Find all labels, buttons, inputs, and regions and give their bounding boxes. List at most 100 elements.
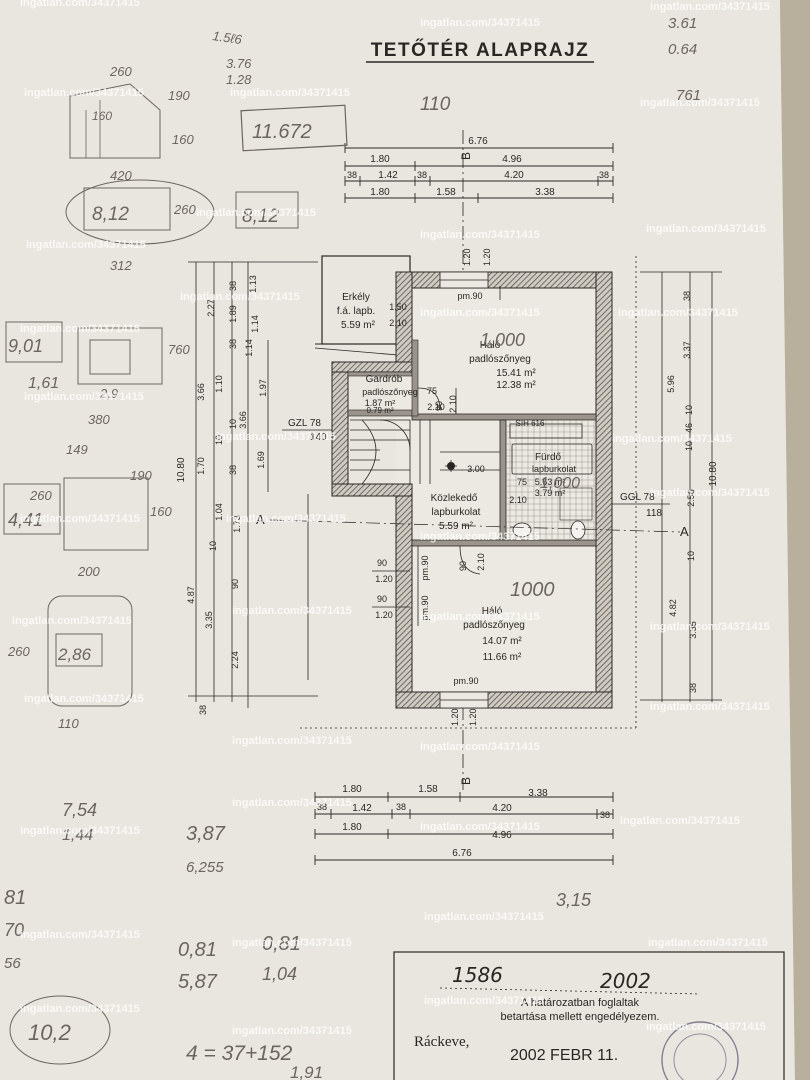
- stamp-frame: [393, 951, 785, 1080]
- watermark-19: ingatlan.com/34371415: [226, 513, 346, 525]
- hw-25: 260: [29, 488, 52, 503]
- bottom-dimensions: 1.80 1.58 3.38 38 1.42 38 4.20 38 1.80 4…: [314, 784, 614, 865]
- section-a-right: A: [680, 524, 689, 539]
- dim-bottom-r3-b: 4.96: [492, 830, 512, 841]
- hw-12: 11.672: [252, 121, 312, 143]
- dim-left-c4-3: 10: [228, 419, 238, 429]
- hw-44: 10,2: [28, 1020, 71, 1045]
- door-labels: 90 2.10 90 2.10 90 1.20 90 1.20 pm.90 pm…: [375, 395, 486, 620]
- watermark-8: ingatlan.com/34371415: [420, 229, 540, 241]
- dim-bottom-overall: 6.76: [452, 848, 472, 859]
- top-opening-1: 1.20: [462, 248, 472, 266]
- hw-31: 110: [58, 716, 79, 731]
- erkely-dim-b: 2.10: [389, 318, 407, 328]
- halo1-floor: padlószőnyeg: [469, 354, 531, 365]
- hw-27: 160: [150, 504, 172, 519]
- furdo-area2: 3.79 m²: [535, 488, 566, 498]
- watermark-38: ingatlan.com/34371415: [20, 1003, 140, 1015]
- dim-left-c4-1: 1.89: [228, 305, 238, 323]
- hw-37: 70: [4, 920, 24, 940]
- halo2-area: 14.07 m²: [482, 636, 522, 647]
- gzl-label: GZL 78: [288, 418, 321, 429]
- watermark-17: ingatlan.com/34371415: [612, 433, 732, 445]
- hw-38: 56: [4, 955, 21, 972]
- gardrob-name: Gardrób: [366, 374, 403, 385]
- bathtub: [511, 443, 593, 475]
- watermark-22: ingatlan.com/34371415: [12, 615, 132, 627]
- top-dimensions: 6.76 1.80 4.96 38 1.42 38 4.20 38 1.80 1…: [344, 136, 614, 203]
- kozlekedo-area: 5.59 m²: [439, 521, 474, 532]
- right-dimensions: 10.80 5.96 4.82 38 3.37 10 46 10 2.56 10…: [640, 271, 722, 702]
- stamp-line-1: A határozatban foglaltak: [521, 997, 640, 1009]
- dim-right-c3-4: 10: [684, 441, 694, 451]
- floor-plan: [314, 255, 613, 709]
- dim-bottom-r1-c: 3.38: [528, 788, 548, 799]
- dim-right-overall: 10.80: [708, 461, 719, 486]
- hw-33: 1,44: [62, 827, 93, 844]
- watermark-24: ingatlan.com/34371415: [420, 611, 540, 623]
- hw-18: 9,01: [8, 336, 43, 356]
- watermark-40: ingatlan.com/34371415: [424, 995, 544, 1007]
- wall-left-lower: [395, 495, 413, 693]
- stamp-hw-1586: 1586: [452, 963, 503, 987]
- hw-39: 3,15: [556, 890, 592, 910]
- watermark-6: ingatlan.com/34371415: [640, 97, 760, 109]
- bottom-opening-2: 1.20: [468, 708, 478, 726]
- hw-42: 0,81: [262, 933, 301, 955]
- hw-46: 1,91: [290, 1063, 323, 1080]
- wall-top: [395, 271, 613, 289]
- dim-left-c4-8: 2.24: [230, 651, 240, 669]
- dim-left-overall: 10.80: [176, 457, 187, 482]
- section-a-left: A: [256, 512, 265, 527]
- dim-top-r3-c: 38: [417, 170, 427, 180]
- door-label-4: 2.10: [476, 553, 486, 571]
- section-a-markers: GZL 78 140 GGL 78 118 A A: [256, 418, 689, 539]
- dim-bottom-r1-a: 1.80: [342, 784, 362, 795]
- door-label-6: 1.20: [375, 574, 393, 584]
- watermark-1: ingatlan.com/34371415: [20, 0, 140, 9]
- watermarks: ingatlan.com/34371415 ingatlan.com/34371…: [12, 0, 770, 1037]
- dim-left-small-b: 10: [214, 435, 224, 445]
- hw-15: 260: [173, 202, 196, 217]
- wall-left-stair: [331, 361, 349, 493]
- watermark-34: ingatlan.com/34371415: [424, 911, 544, 923]
- erkely-floor: f.á. lapb.: [337, 306, 375, 317]
- watermark-39: ingatlan.com/34371415: [232, 1025, 352, 1037]
- dim-top-r3-a: 38: [347, 170, 357, 180]
- dim-right-c3-5: 2.56: [686, 489, 696, 507]
- gzl-value: 140: [310, 432, 327, 443]
- bottom-opening-1: 1.20: [450, 708, 460, 726]
- hw-10: 420: [110, 168, 132, 183]
- dim-top-r3-b: 1.42: [378, 170, 398, 181]
- dim-left-c4-0: 38: [228, 281, 238, 291]
- dim-top-r4-c: 3.38: [535, 187, 555, 198]
- watermark-2: ingatlan.com/34371415: [420, 17, 540, 29]
- stamp-line-2: betartása mellett engedélyezem.: [501, 1011, 660, 1023]
- wall-left-upper: [395, 271, 413, 363]
- hw-49: 1,000: [480, 330, 525, 350]
- watermark-29: ingatlan.com/34371415: [650, 701, 770, 713]
- watermark-11: ingatlan.com/34371415: [180, 291, 300, 303]
- watermark-41: ingatlan.com/34371415: [646, 1021, 766, 1033]
- hw-9: 160: [172, 132, 194, 147]
- hw-7: 190: [168, 88, 190, 103]
- dim-left-c4-4: 1.14: [250, 315, 260, 333]
- hw-3: 1.28: [226, 72, 252, 87]
- wall-bottom: [395, 691, 613, 709]
- hw-34: 3,87: [186, 823, 226, 845]
- hw-5: 0.64: [668, 41, 697, 58]
- dim-left-small-c: 10: [208, 541, 218, 551]
- hw-23: 149: [66, 442, 88, 457]
- watermark-35: ingatlan.com/34371415: [20, 929, 140, 941]
- watermark-28: ingatlan.com/34371415: [420, 741, 540, 753]
- watermark-5: ingatlan.com/34371415: [230, 87, 350, 99]
- gardrob-dim-b: 2.10: [427, 402, 445, 412]
- wall-right: [595, 271, 613, 709]
- dim-left-c5-b: 1.14: [244, 339, 254, 357]
- dim-left-c3-c: 1.04: [214, 503, 224, 521]
- watermark-12: ingatlan.com/34371415: [420, 307, 540, 319]
- dim-left-c2-a: 3.66: [196, 383, 206, 401]
- pm-label-2: pm.90: [420, 595, 430, 620]
- hw-29: 260: [7, 644, 30, 659]
- dim-bottom-r3-a: 1.80: [342, 822, 362, 833]
